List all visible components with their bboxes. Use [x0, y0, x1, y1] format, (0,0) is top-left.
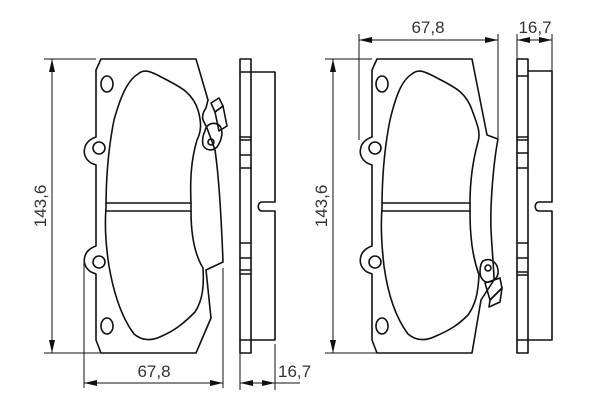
right-height-label: 143,6	[312, 185, 331, 228]
right-pad-side-view: 16,7	[516, 18, 553, 354]
mounting-hole	[100, 317, 114, 335]
left-backing-plate	[83, 58, 224, 354]
mounting-hole	[368, 141, 382, 155]
left-thickness-label: 16,7	[278, 362, 311, 381]
mounting-hole	[92, 141, 106, 155]
wear-indicator-clip	[201, 97, 228, 151]
left-friction-side	[250, 71, 276, 341]
mounting-hole	[100, 75, 114, 93]
right-friction-side	[527, 70, 553, 341]
right-thickness-label: 16,7	[518, 18, 551, 37]
mounting-hole	[375, 317, 389, 335]
left-height-label: 143,6	[31, 185, 50, 228]
wear-indicator-clip	[479, 258, 503, 308]
mounting-hole	[375, 75, 389, 93]
right-width-label: 67,8	[411, 18, 444, 37]
right-friction-material	[380, 70, 480, 341]
left-pad-side-view: 16,7	[239, 58, 311, 390]
left-pad-front-view: 143,6 67,8	[31, 58, 228, 388]
left-width-label: 67,8	[137, 362, 170, 381]
mounting-hole	[92, 255, 106, 269]
right-backing-plate	[359, 58, 499, 354]
mounting-hole	[368, 255, 382, 269]
right-pad-front-view: 143,6 67,8	[312, 18, 503, 354]
left-friction-material	[104, 70, 205, 341]
